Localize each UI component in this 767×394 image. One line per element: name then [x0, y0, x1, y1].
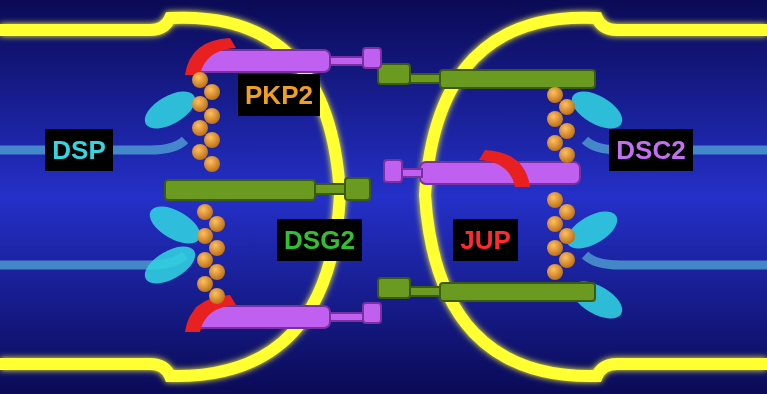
- jup-label-box: JUP: [453, 219, 518, 261]
- pkp2-chain: [192, 72, 575, 304]
- dsp-plaque: [139, 84, 628, 326]
- protein-name: DSC2: [609, 135, 693, 165]
- dsc2-label-box: DSC2: [609, 129, 693, 171]
- dsg2-label-box: DSG2: [277, 219, 362, 261]
- dsg2-cadherin: [165, 64, 595, 301]
- pkp2-label-box: PKP2: [238, 74, 320, 116]
- protein-name: DSP: [45, 135, 113, 165]
- dsc2-cadherin: [195, 48, 580, 328]
- jup-plakoglobin: [185, 38, 530, 332]
- cell-membrane: [0, 18, 767, 376]
- protein-name: PKP2: [238, 80, 320, 110]
- dsp-label-box: DSP: [45, 129, 113, 171]
- protein-name: JUP: [453, 225, 518, 255]
- protein-name: DSG2: [277, 225, 362, 255]
